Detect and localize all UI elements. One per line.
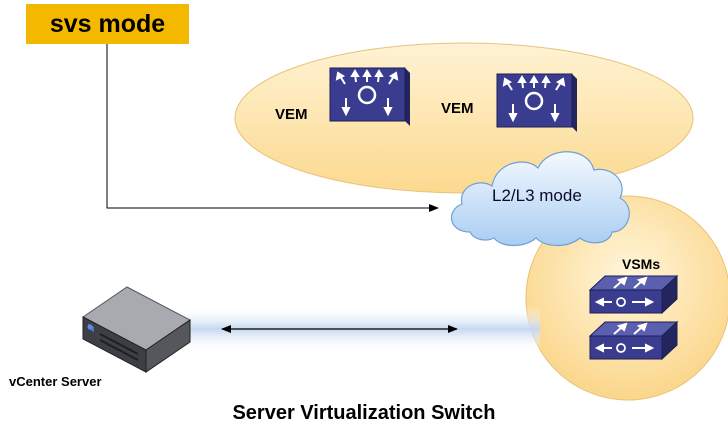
vcenter-server-label: vCenter Server (9, 374, 102, 389)
vsm-group-label: VSMs (622, 256, 661, 272)
server-icon (82, 286, 191, 373)
cloud-icon (451, 151, 630, 247)
svs-mode-connector-line (106, 44, 439, 212)
cloud-mode-label: L2/L3 mode (492, 186, 582, 205)
vem-switch-icon (329, 67, 410, 126)
vsm-switch-icon (588, 274, 679, 315)
svs-mode-label: svs mode (26, 4, 189, 44)
vem-switch-icon (496, 73, 577, 132)
vem-label-2: VEM (441, 100, 474, 117)
vem-label-1: VEM (275, 106, 308, 123)
diagram-caption: Server Virtualization Switch (232, 402, 496, 424)
vsm-switch-icon (588, 320, 679, 361)
